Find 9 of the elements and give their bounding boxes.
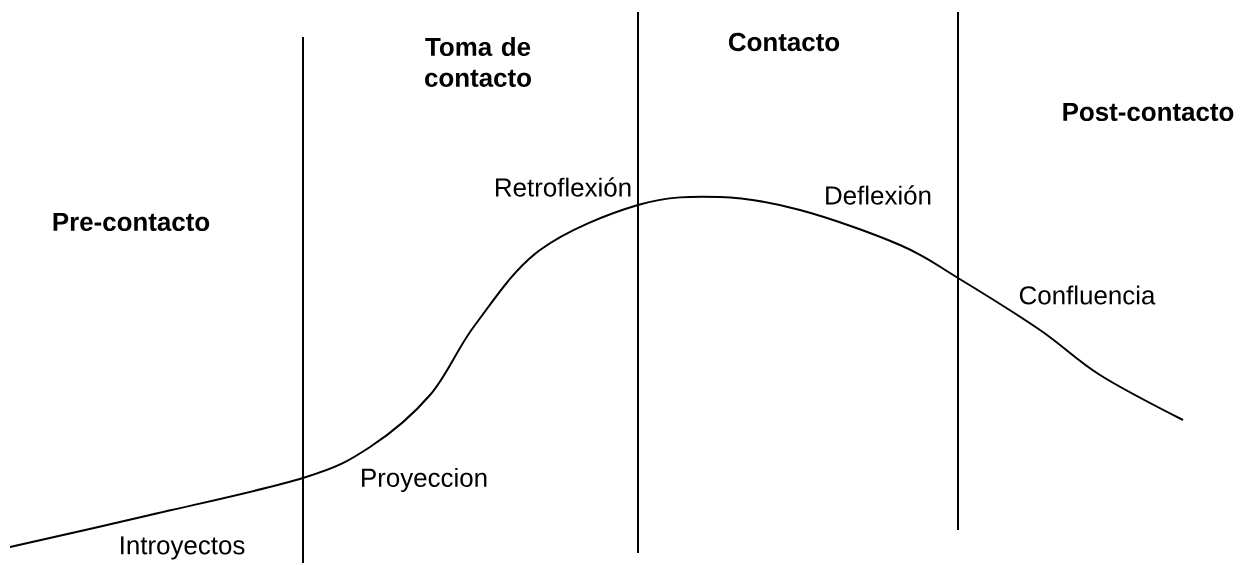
stage-label: Deflexión <box>826 185 931 205</box>
phase-heading: Contacto <box>728 32 840 52</box>
phase-heading: Pre-contacto <box>53 212 210 232</box>
stage-label: Proyeccion <box>362 467 487 493</box>
phase-heading: Post-contacto <box>1063 102 1234 122</box>
stage-label: Retroflexión <box>496 177 631 197</box>
stage-label: Introyectos <box>121 536 245 560</box>
phase-heading: Toma de contacto <box>425 37 531 87</box>
stage-label: Confluencia <box>1019 285 1156 305</box>
